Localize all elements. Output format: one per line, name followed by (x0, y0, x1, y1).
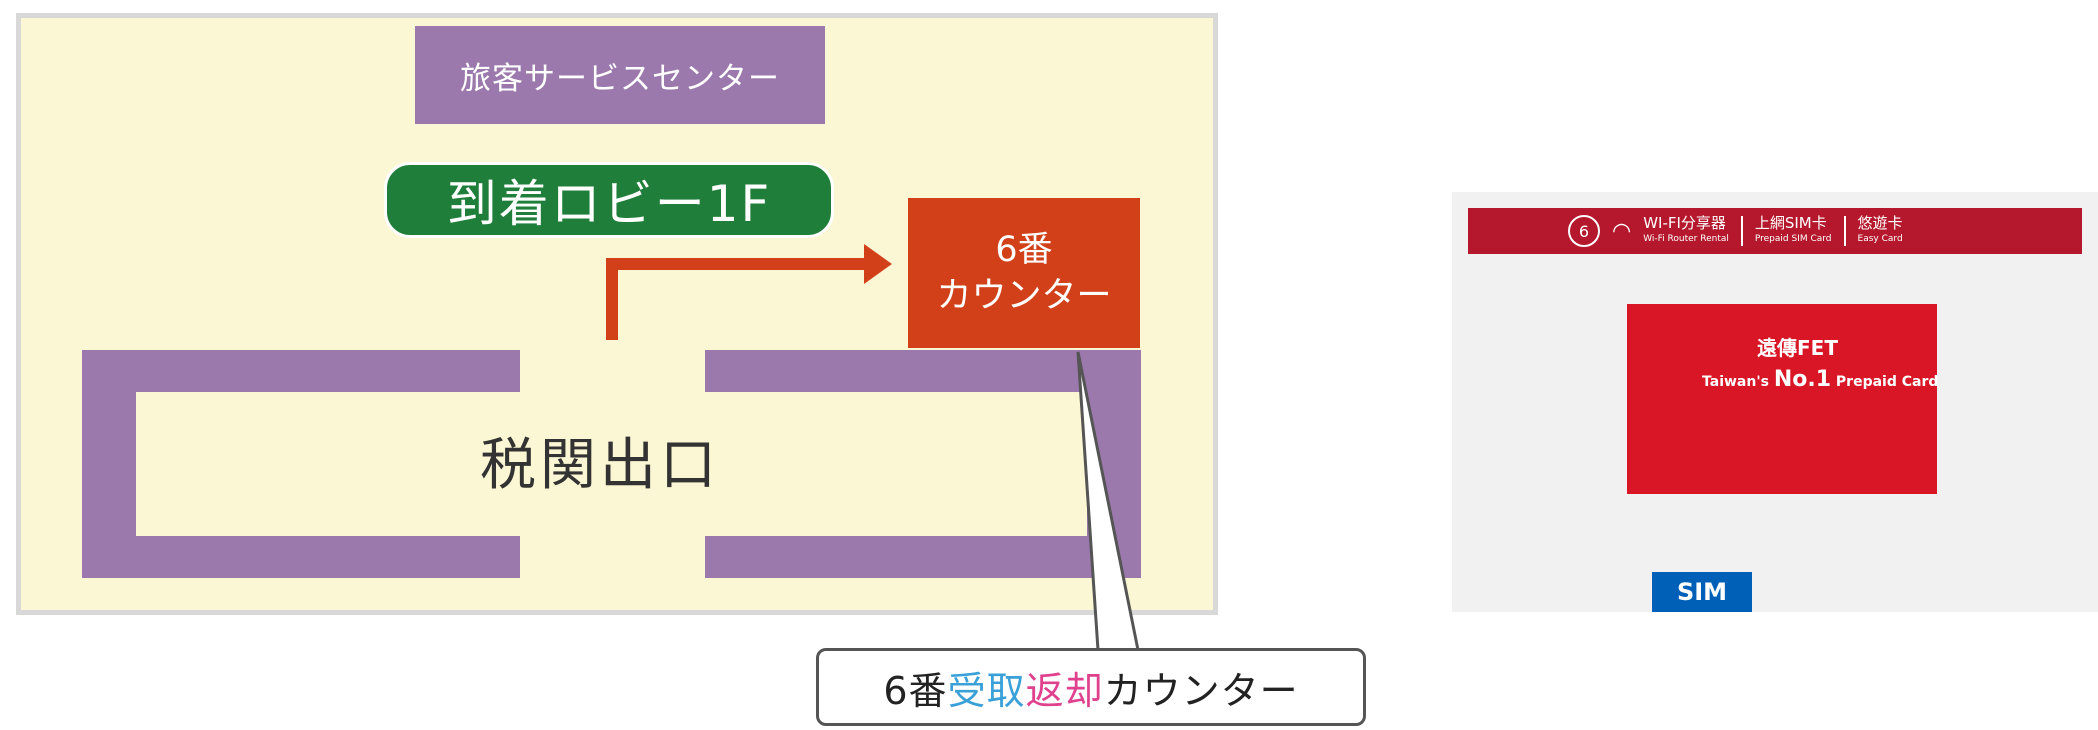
banner-wifi-label: WI-FI分享器 (1643, 214, 1726, 232)
callout-pointer-icon (1076, 351, 1140, 652)
banner-divider (1740, 216, 1743, 246)
counter-6-line1: 6番 (995, 230, 1053, 270)
service-center-block: 旅客サービスセンター (415, 26, 825, 124)
banner-sim-label: 上網SIM卡 (1754, 214, 1827, 232)
sim-sign: SIM (1652, 572, 1752, 612)
fet-slogan: Taiwan's No.1 Prepaid Card (1702, 367, 1938, 392)
wall-left-top (82, 350, 520, 392)
counter-photo: 6 ◠ WI-FI分享器 Wi-Fi Router Rental 上網SIM卡 … (1452, 192, 2098, 612)
photo-banner: 6 ◠ WI-FI分享器 Wi-Fi Router Rental 上網SIM卡 … (1468, 208, 2082, 254)
callout-part2: 受取 (947, 668, 1026, 713)
callout-part3: 返却 (1025, 668, 1104, 713)
callout-part4: カウンター (1103, 668, 1299, 713)
callout-part1: 6番 (883, 668, 948, 713)
banner-sim-sub: Prepaid SIM Card (1754, 234, 1832, 244)
wall-right-top (705, 350, 1141, 392)
banner-sim: 上網SIM卡 Prepaid SIM Card (1755, 215, 1832, 247)
slogan-pre: Taiwan's (1702, 374, 1769, 390)
service-center-label: 旅客サービスセンター (460, 60, 780, 97)
wall-left-bottom (82, 536, 520, 578)
banner-wifi: WI-FI分享器 Wi-Fi Router Rental (1643, 215, 1729, 247)
banner-easycard: 悠遊卡 Easy Card (1858, 215, 1903, 247)
banner-easycard-sub: Easy Card (1857, 234, 1903, 244)
wifi-icon: ◠ (1612, 218, 1632, 244)
arrival-lobby-label: 到着ロビー1F (446, 175, 772, 233)
counter-6-block: 6番 カウンター (908, 198, 1140, 348)
customs-exit-label: 税関出口 (480, 433, 720, 498)
banner-wifi-sub: Wi-Fi Router Rental (1643, 234, 1729, 244)
route-arrow-head-icon (864, 244, 892, 284)
callout-counter-6: 6番受取返却カウンター (816, 648, 1366, 726)
counter-6-line2: カウンター (936, 276, 1112, 316)
route-arrow-icon (606, 258, 875, 340)
fet-brand: 遠傳FET (1757, 336, 1838, 360)
fet-display-wall (1627, 304, 1937, 494)
slogan-bold: No.1 (1773, 367, 1832, 392)
slogan-post: Prepaid Card (1835, 374, 1939, 390)
banner-number: 6 (1568, 215, 1600, 247)
banner-divider (1843, 216, 1846, 246)
arrival-lobby-badge: 到着ロビー1F (384, 162, 834, 238)
banner-easycard-label: 悠遊卡 (1857, 214, 1903, 232)
wall-right-bottom (705, 536, 1141, 578)
